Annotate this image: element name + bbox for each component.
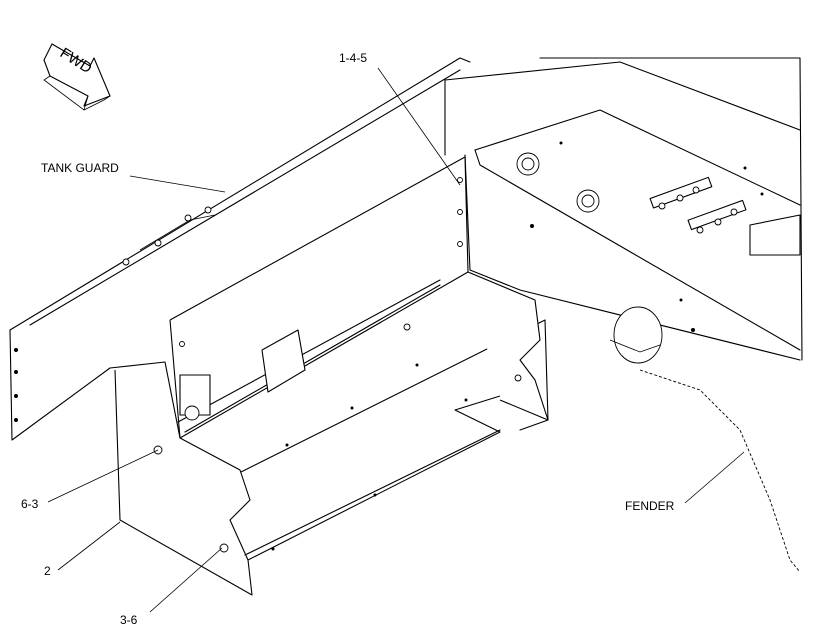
callout-1-4-5: 1-4-5 — [339, 51, 367, 65]
callout-3-6: 3-6 — [120, 613, 138, 627]
callout-tank-guard: TANK GUARD — [41, 161, 119, 175]
callout-6-3: 6-3 — [21, 497, 39, 511]
callout-2: 2 — [44, 564, 51, 578]
fender — [444, 57, 803, 573]
tank-guard — [9, 57, 471, 441]
callout-fender: FENDER — [625, 499, 675, 513]
callout-leaders — [47, 67, 745, 613]
fwd-arrow-icon: FWD — [43, 43, 111, 111]
guard-bracket — [109, 156, 549, 596]
